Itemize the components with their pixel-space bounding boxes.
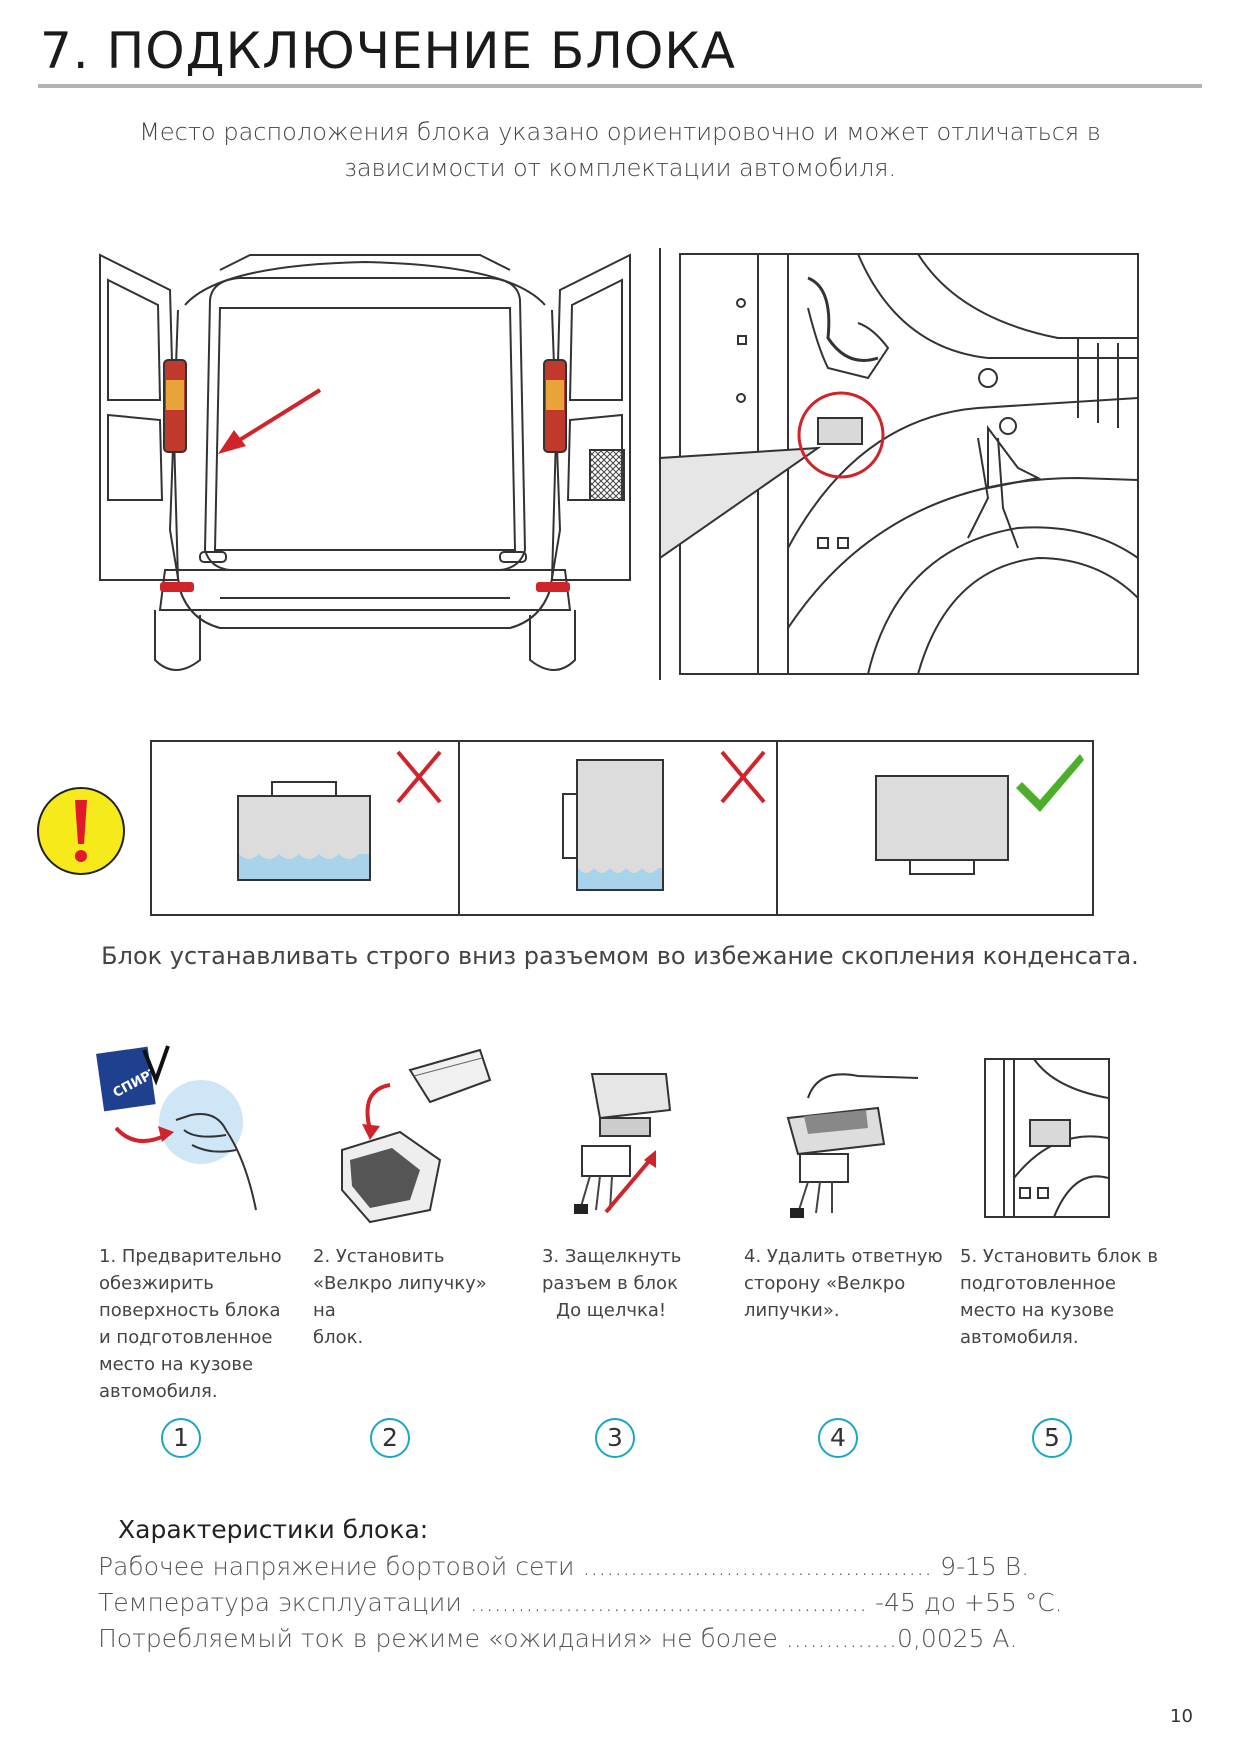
orientation-panels — [150, 740, 1094, 916]
orientation-wrong-1 — [237, 750, 442, 881]
mounting-location-detail — [659, 248, 1139, 680]
step-3-line: До щелчка! — [556, 1300, 667, 1321]
location-arrow-icon — [218, 388, 322, 454]
step-2-line: «Велкро липучку» на — [313, 1273, 487, 1321]
step-number-2: 2 — [370, 1418, 410, 1458]
check-icon — [1016, 754, 1084, 812]
step-5-illustration — [984, 1058, 1110, 1218]
step-3-illustration — [574, 1073, 672, 1214]
step-number-3: 3 — [595, 1418, 635, 1458]
step-1-line: поверхность блока — [99, 1300, 281, 1321]
warning-icon — [37, 787, 125, 875]
step-2-line: 2. Установить — [313, 1246, 445, 1267]
step-4-line: 4. Удалить ответную — [744, 1246, 943, 1267]
step-4-line: липучки». — [744, 1300, 840, 1321]
step-5-line: место на кузове — [960, 1300, 1115, 1321]
step-5-line: автомобиля. — [960, 1327, 1079, 1348]
cross-icon — [396, 750, 442, 804]
step-1-text: 1. Предварительно обезжирить поверхность… — [99, 1243, 289, 1405]
step-1-line: автомобиля. — [99, 1381, 218, 1402]
spec-temperature: Температура эксплуатации ...............… — [98, 1588, 1063, 1617]
highlight-circle-icon — [797, 391, 885, 479]
step-5-line: подготовленное — [960, 1273, 1117, 1294]
step-4-line: сторону «Велкро — [744, 1273, 906, 1294]
spec-voltage: Рабочее напряжение бортовой сети .......… — [98, 1552, 1030, 1581]
step-4-illustration — [786, 1073, 919, 1218]
title-divider — [38, 84, 1202, 88]
step-number-1: 1 — [161, 1418, 201, 1458]
step-1-line: и подготовленное — [99, 1327, 273, 1348]
step-5-line: 5. Установить блок в — [960, 1246, 1158, 1267]
step-3-line: разъем в блок — [542, 1273, 678, 1294]
orientation-correct — [875, 754, 1084, 875]
step-1-line: 1. Предварительно — [99, 1246, 282, 1267]
page-title: 7. ПОДКЛЮЧЕНИЕ БЛОКА — [40, 22, 737, 80]
orientation-wrong-2 — [562, 750, 766, 891]
step-3-line: 3. Защелкнуть — [542, 1246, 682, 1267]
orientation-caption: Блок устанавливать строго вниз разъемом … — [101, 942, 1139, 970]
step-3-text: 3. Защелкнуть разъем в блок До щелчка! — [542, 1243, 702, 1324]
intro-line-2: зависимости от комплектации автомобиля. — [343, 154, 897, 182]
step-number-5: 5 — [1032, 1418, 1072, 1458]
step-2-line: блок. — [313, 1327, 364, 1348]
step-2-text: 2. Установить «Велкро липучку» на блок. — [313, 1243, 513, 1351]
step-1-illustration: СПИРТ — [96, 1045, 257, 1211]
intro-text: Место расположения блока указано ориенти… — [120, 114, 1120, 186]
step-number-4: 4 — [818, 1418, 858, 1458]
specs-title: Характеристики блока: — [118, 1515, 429, 1544]
car-rear-illustration — [99, 253, 631, 671]
cross-icon — [720, 750, 766, 804]
block-location-marker — [817, 417, 863, 445]
step-1-line: обезжирить — [99, 1273, 214, 1294]
step-1-line: место на кузове — [99, 1354, 254, 1375]
page-number: 10 — [1170, 1706, 1193, 1727]
step-2-illustration — [341, 1048, 492, 1224]
intro-line-1: Место расположения блока указано ориенти… — [139, 118, 1101, 146]
step-4-text: 4. Удалить ответную сторону «Велкро липу… — [744, 1243, 944, 1324]
spec-standby-current: Потребляемый ток в режиме «ожидания» не … — [98, 1624, 1018, 1653]
step-5-text: 5. Установить блок в подготовленное мест… — [960, 1243, 1160, 1351]
